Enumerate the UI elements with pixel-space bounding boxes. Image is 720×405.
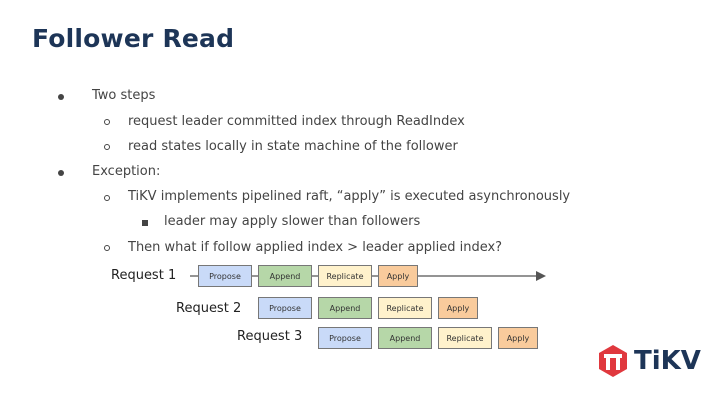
request-2-label: Request 2 (176, 301, 242, 316)
sub-sub-bullet-square (142, 220, 148, 226)
sub-bullet-circle (104, 144, 110, 150)
sub-bullet-circle (104, 119, 110, 125)
request-3-replicate: Replicate (438, 327, 492, 349)
sub-sub-bullet-leader-slower: leader may apply slower than followers (164, 214, 421, 229)
request-1-apply: Apply (378, 265, 418, 287)
request-2-append: Append (318, 297, 372, 319)
request-1-replicate: Replicate (318, 265, 372, 287)
bullet-dot (58, 94, 64, 100)
request-1-label: Request 1 (111, 268, 177, 283)
request-2-apply: Apply (438, 297, 478, 319)
sub-bullet-pipelined-raft: TiKV implements pipelined raft, “apply” … (128, 189, 571, 204)
tikv-logo: TiKV (596, 344, 701, 378)
request-2-replicate: Replicate (378, 297, 432, 319)
sub-bullet-question: Then what if follow applied index > lead… (128, 240, 503, 255)
tikv-logo-icon (599, 345, 627, 377)
request-1-append: Append (258, 265, 312, 287)
sub-bullet-circle (104, 195, 110, 201)
request-3-label: Request 3 (237, 329, 303, 344)
request-3-propose: Propose (318, 327, 372, 349)
slide-title: Follower Read (32, 24, 235, 53)
bullet-exception: Exception: (92, 164, 161, 179)
bullet-two-steps: Two steps (92, 88, 156, 103)
request-3-apply: Apply (498, 327, 538, 349)
bullet-dot (58, 170, 64, 176)
sub-bullet-readindex: request leader committed index through R… (128, 114, 465, 129)
request-3-append: Append (378, 327, 432, 349)
request-1-propose: Propose (198, 265, 252, 287)
tikv-logo-text: TiKV (634, 346, 701, 376)
request-2-propose: Propose (258, 297, 312, 319)
sub-bullet-read-states: read states locally in state machine of … (128, 139, 458, 154)
sub-bullet-circle (104, 245, 110, 251)
